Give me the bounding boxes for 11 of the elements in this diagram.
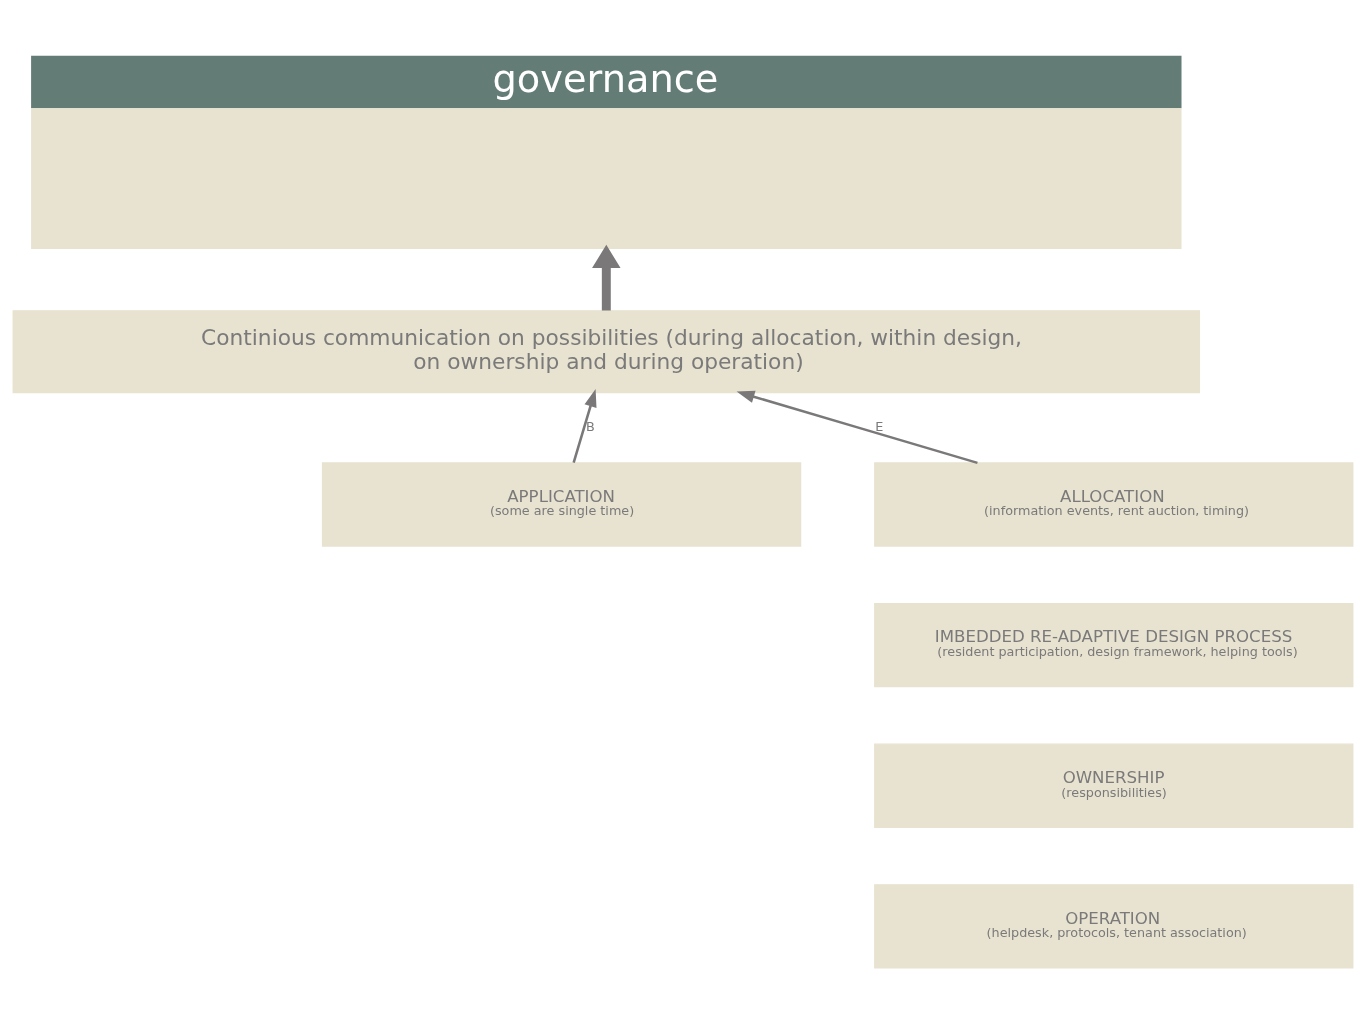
arrow	[736, 390, 978, 464]
node-box: APPLICATION (some are single time)	[321, 461, 802, 547]
edge-label: B	[585, 418, 595, 434]
edge-label: E	[875, 418, 884, 434]
arrow	[572, 388, 597, 463]
arrow	[592, 244, 621, 311]
node-box: OWNERSHIP (responsibilities)	[874, 743, 1354, 828]
node-box: ALLOCATION (information events, rent auction, timing)	[874, 461, 1354, 547]
node-box: Continious communication on possibilities (during allocation, within design, on ownership and during operation)	[12, 309, 1201, 393]
node-box: IMBEDDED RE-ADAPTIVE DESIGN PROCESS (resident participation, design framework, helping tools)	[874, 602, 1354, 687]
node-box: OPERATION (helpdesk, protocols, tenant association)	[874, 883, 1354, 969]
